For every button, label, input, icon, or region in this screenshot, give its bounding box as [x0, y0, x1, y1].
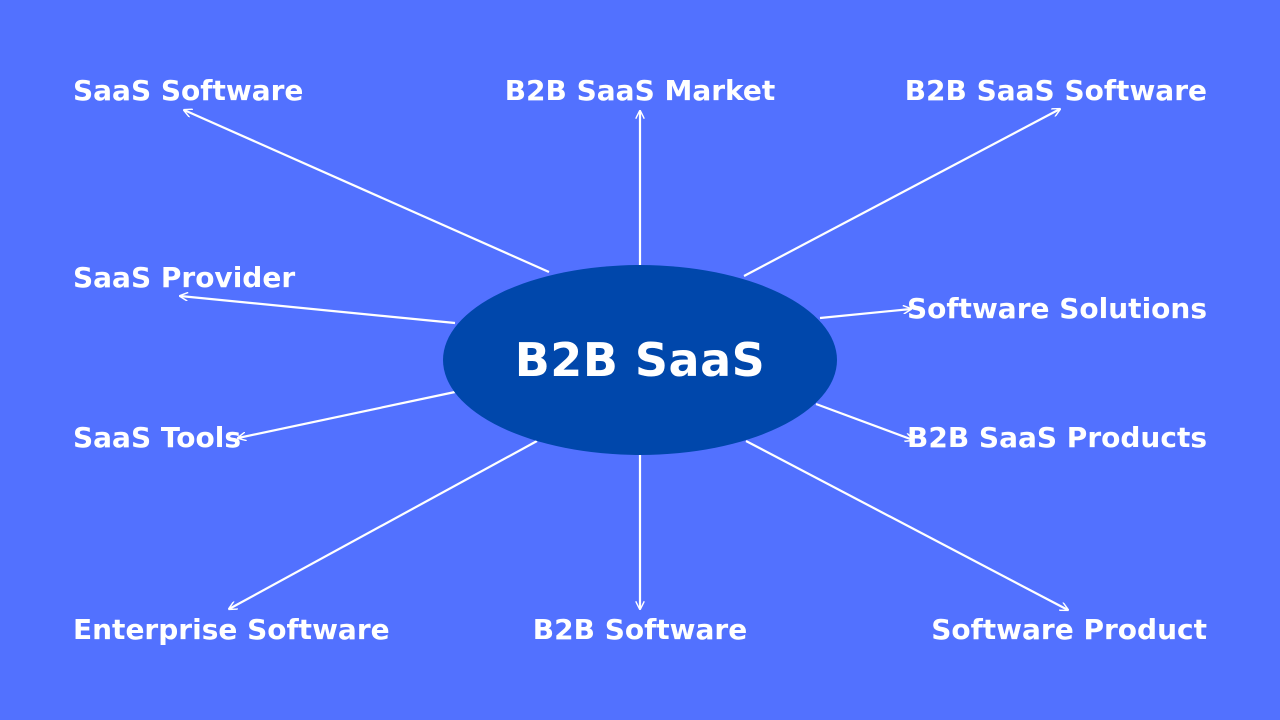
- node-b2b-saas-software: B2B SaaS Software: [904, 74, 1207, 107]
- node-enterprise-software: Enterprise Software: [73, 613, 390, 646]
- node-b2b-saas-products: B2B SaaS Products: [907, 421, 1207, 454]
- arrow-to-b2b-saas-products: [815, 402, 913, 440]
- node-saas-provider: SaaS Provider: [73, 261, 296, 294]
- arrow-to-software-solutions: [819, 309, 911, 320]
- node-software-product: Software Product: [931, 613, 1207, 646]
- node-saas-software: SaaS Software: [73, 74, 304, 107]
- arrow-to-software-product: [745, 440, 1068, 610]
- hub-node: B2B SaaS: [443, 265, 837, 455]
- node-b2b-saas-market: B2B SaaS Market: [504, 74, 776, 107]
- arrow-to-saas-tools: [238, 390, 456, 438]
- arrow-to-enterprise-software: [229, 440, 538, 609]
- arrow-to-saas-provider: [180, 296, 456, 325]
- arrow-to-b2b-saas-software: [743, 109, 1060, 277]
- hub-label: B2B SaaS: [514, 333, 766, 387]
- arrow-to-saas-software: [184, 110, 550, 274]
- node-b2b-software: B2B Software: [532, 613, 748, 646]
- node-software-solutions: Software Solutions: [906, 292, 1207, 325]
- node-saas-tools: SaaS Tools: [73, 421, 241, 454]
